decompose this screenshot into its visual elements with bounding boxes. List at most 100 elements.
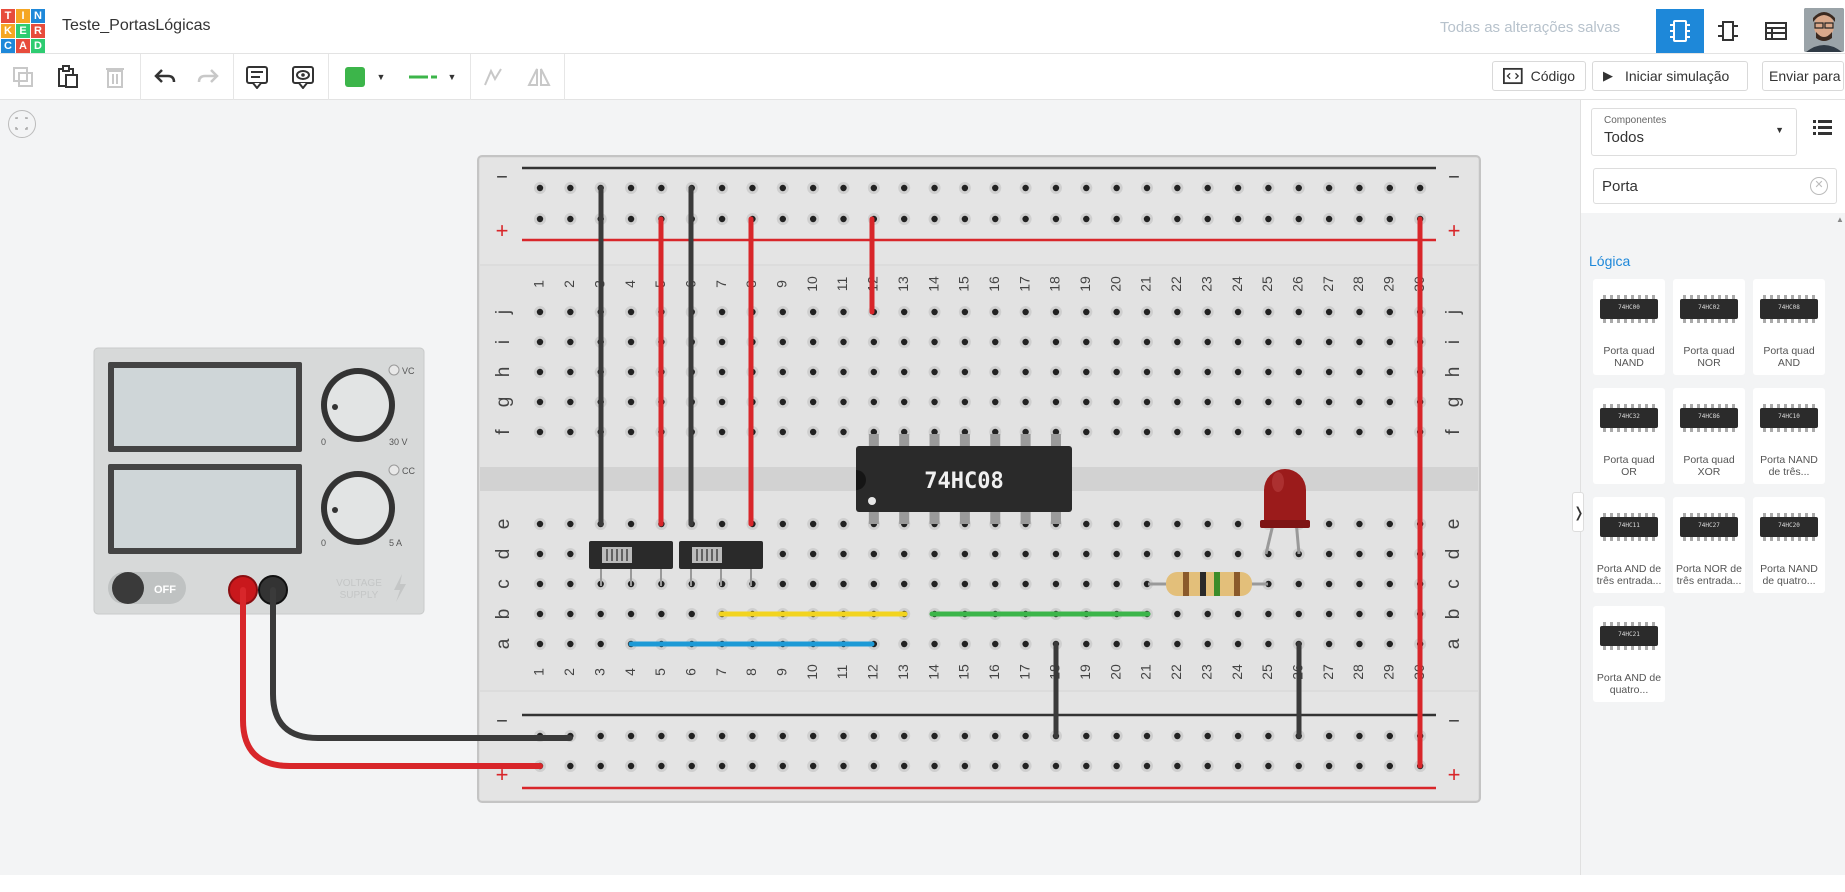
components-list-view-button[interactable] bbox=[1752, 9, 1800, 53]
slide-switch-2[interactable] bbox=[679, 541, 763, 586]
column-label: 25 bbox=[1259, 664, 1275, 680]
power-supply[interactable]: VC CC 0 30 V 0 5 A OFF VOLTAGE SUPPLY bbox=[93, 347, 425, 615]
code-button-label: Código bbox=[1530, 68, 1575, 84]
column-label: 11 bbox=[834, 277, 850, 292]
chevron-down-icon: ▼ bbox=[1775, 125, 1784, 135]
components-panel: Componentes Todos ▼ Porta ✕ Lógica 74HC0… bbox=[1580, 100, 1845, 875]
project-title[interactable]: Teste_PortasLógicas bbox=[62, 17, 211, 34]
chip-icon bbox=[1670, 20, 1690, 42]
row-label: g bbox=[493, 397, 514, 408]
row-label: i bbox=[1443, 340, 1464, 344]
wire-supply-positive[interactable] bbox=[240, 587, 543, 769]
collapse-panel-button[interactable]: ❭ bbox=[1572, 492, 1585, 532]
circuit-view-button[interactable] bbox=[1656, 9, 1704, 53]
current-display bbox=[114, 470, 296, 548]
play-icon: ▶ bbox=[1603, 68, 1613, 83]
cc-indicator bbox=[388, 464, 400, 476]
fit-view-button[interactable] bbox=[8, 110, 36, 138]
column-label: 21 bbox=[1138, 664, 1154, 680]
workplane-canvas[interactable]: VC CC 0 30 V 0 5 A OFF VOLTAGE SUPPLY bbox=[0, 100, 1580, 875]
column-label: 20 bbox=[1107, 276, 1123, 292]
annotation-button[interactable] bbox=[242, 62, 272, 92]
column-label: 5 bbox=[652, 668, 668, 676]
components-filter-dropdown[interactable]: Componentes Todos ▼ bbox=[1591, 108, 1797, 156]
rail-minus-label: − bbox=[496, 166, 508, 188]
rotate-button[interactable] bbox=[478, 62, 508, 92]
undo-button[interactable] bbox=[150, 62, 180, 92]
flip-button[interactable] bbox=[524, 62, 554, 92]
component-name: Porta NOR de três entrada... bbox=[1676, 563, 1742, 587]
brand-label-top: VOLTAGE bbox=[336, 578, 382, 589]
start-simulation-button[interactable]: ▶ Iniciar simulação bbox=[1592, 61, 1748, 91]
column-label: 9 bbox=[774, 668, 790, 676]
schematic-view-button[interactable] bbox=[1704, 9, 1752, 53]
chip-icon: 74HC11 bbox=[1600, 517, 1658, 537]
code-button[interactable]: Código bbox=[1492, 61, 1586, 91]
column-label: 28 bbox=[1350, 276, 1366, 292]
wire-type-dropdown[interactable]: ▼ bbox=[402, 62, 462, 92]
ic-pin bbox=[959, 510, 970, 524]
rail-plus-label: + bbox=[496, 218, 509, 243]
send-to-label: Enviar para bbox=[1769, 68, 1841, 84]
wire-style-icon bbox=[408, 75, 437, 79]
column-label: 18 bbox=[1047, 276, 1063, 292]
rotate-icon bbox=[484, 68, 502, 86]
logo-letter: A bbox=[16, 39, 30, 53]
row-label: h bbox=[493, 367, 514, 378]
current-max-label: 5 A bbox=[389, 538, 402, 548]
copy-button[interactable] bbox=[8, 62, 38, 92]
component-name: Porta quad NAND bbox=[1603, 345, 1655, 369]
resistor[interactable] bbox=[1148, 572, 1268, 596]
column-label: 24 bbox=[1229, 276, 1245, 292]
column-label: 2 bbox=[561, 668, 577, 676]
toolbar-divider bbox=[564, 54, 565, 100]
row-label: f bbox=[493, 429, 514, 435]
component-name: Porta quad NOR bbox=[1683, 345, 1735, 369]
list-view-button[interactable] bbox=[1811, 116, 1835, 140]
component-name: Porta AND de quatro... bbox=[1596, 672, 1662, 696]
row-label: g bbox=[1443, 397, 1464, 408]
ic-pin bbox=[1020, 434, 1031, 448]
wire-color-dropdown[interactable]: ▼ bbox=[337, 62, 393, 92]
column-label: 7 bbox=[713, 280, 729, 288]
ic-74hc08[interactable]: 74HC08 bbox=[856, 434, 1072, 524]
redo-button[interactable] bbox=[193, 62, 223, 92]
category-title: Lógica bbox=[1589, 253, 1631, 269]
user-avatar[interactable] bbox=[1804, 8, 1844, 52]
column-label: 12 bbox=[865, 664, 881, 680]
scroll-up-arrow[interactable]: ▲ bbox=[1836, 215, 1844, 224]
chip-icon: 74HC86 bbox=[1680, 408, 1738, 428]
row-label: c bbox=[493, 579, 514, 589]
chevron-down-icon: ▼ bbox=[447, 72, 457, 82]
delete-button[interactable] bbox=[100, 62, 130, 92]
trash-icon bbox=[106, 68, 124, 88]
column-label: 10 bbox=[804, 276, 820, 292]
logo-letter: D bbox=[31, 39, 45, 53]
rail-plus-label: + bbox=[1448, 218, 1461, 243]
code-icon bbox=[1503, 67, 1523, 85]
column-label: 22 bbox=[1168, 664, 1184, 680]
slide-switch-1[interactable] bbox=[589, 541, 673, 586]
circuit-svg[interactable]: VC CC 0 30 V 0 5 A OFF VOLTAGE SUPPLY bbox=[0, 100, 1580, 875]
wire-supply-negative[interactable] bbox=[270, 587, 573, 741]
toggle-notes-visibility-button[interactable] bbox=[288, 62, 318, 92]
wires[interactable] bbox=[240, 185, 1423, 769]
power-switch-label: OFF bbox=[154, 584, 176, 596]
red-led[interactable] bbox=[1260, 469, 1310, 555]
send-to-button[interactable]: Enviar para bbox=[1762, 61, 1844, 91]
paste-button[interactable] bbox=[53, 62, 83, 92]
ic-label: 74HC08 bbox=[924, 469, 1003, 494]
component-search-input[interactable]: Porta ✕ bbox=[1593, 168, 1837, 204]
clear-search-icon[interactable]: ✕ bbox=[1810, 177, 1828, 195]
